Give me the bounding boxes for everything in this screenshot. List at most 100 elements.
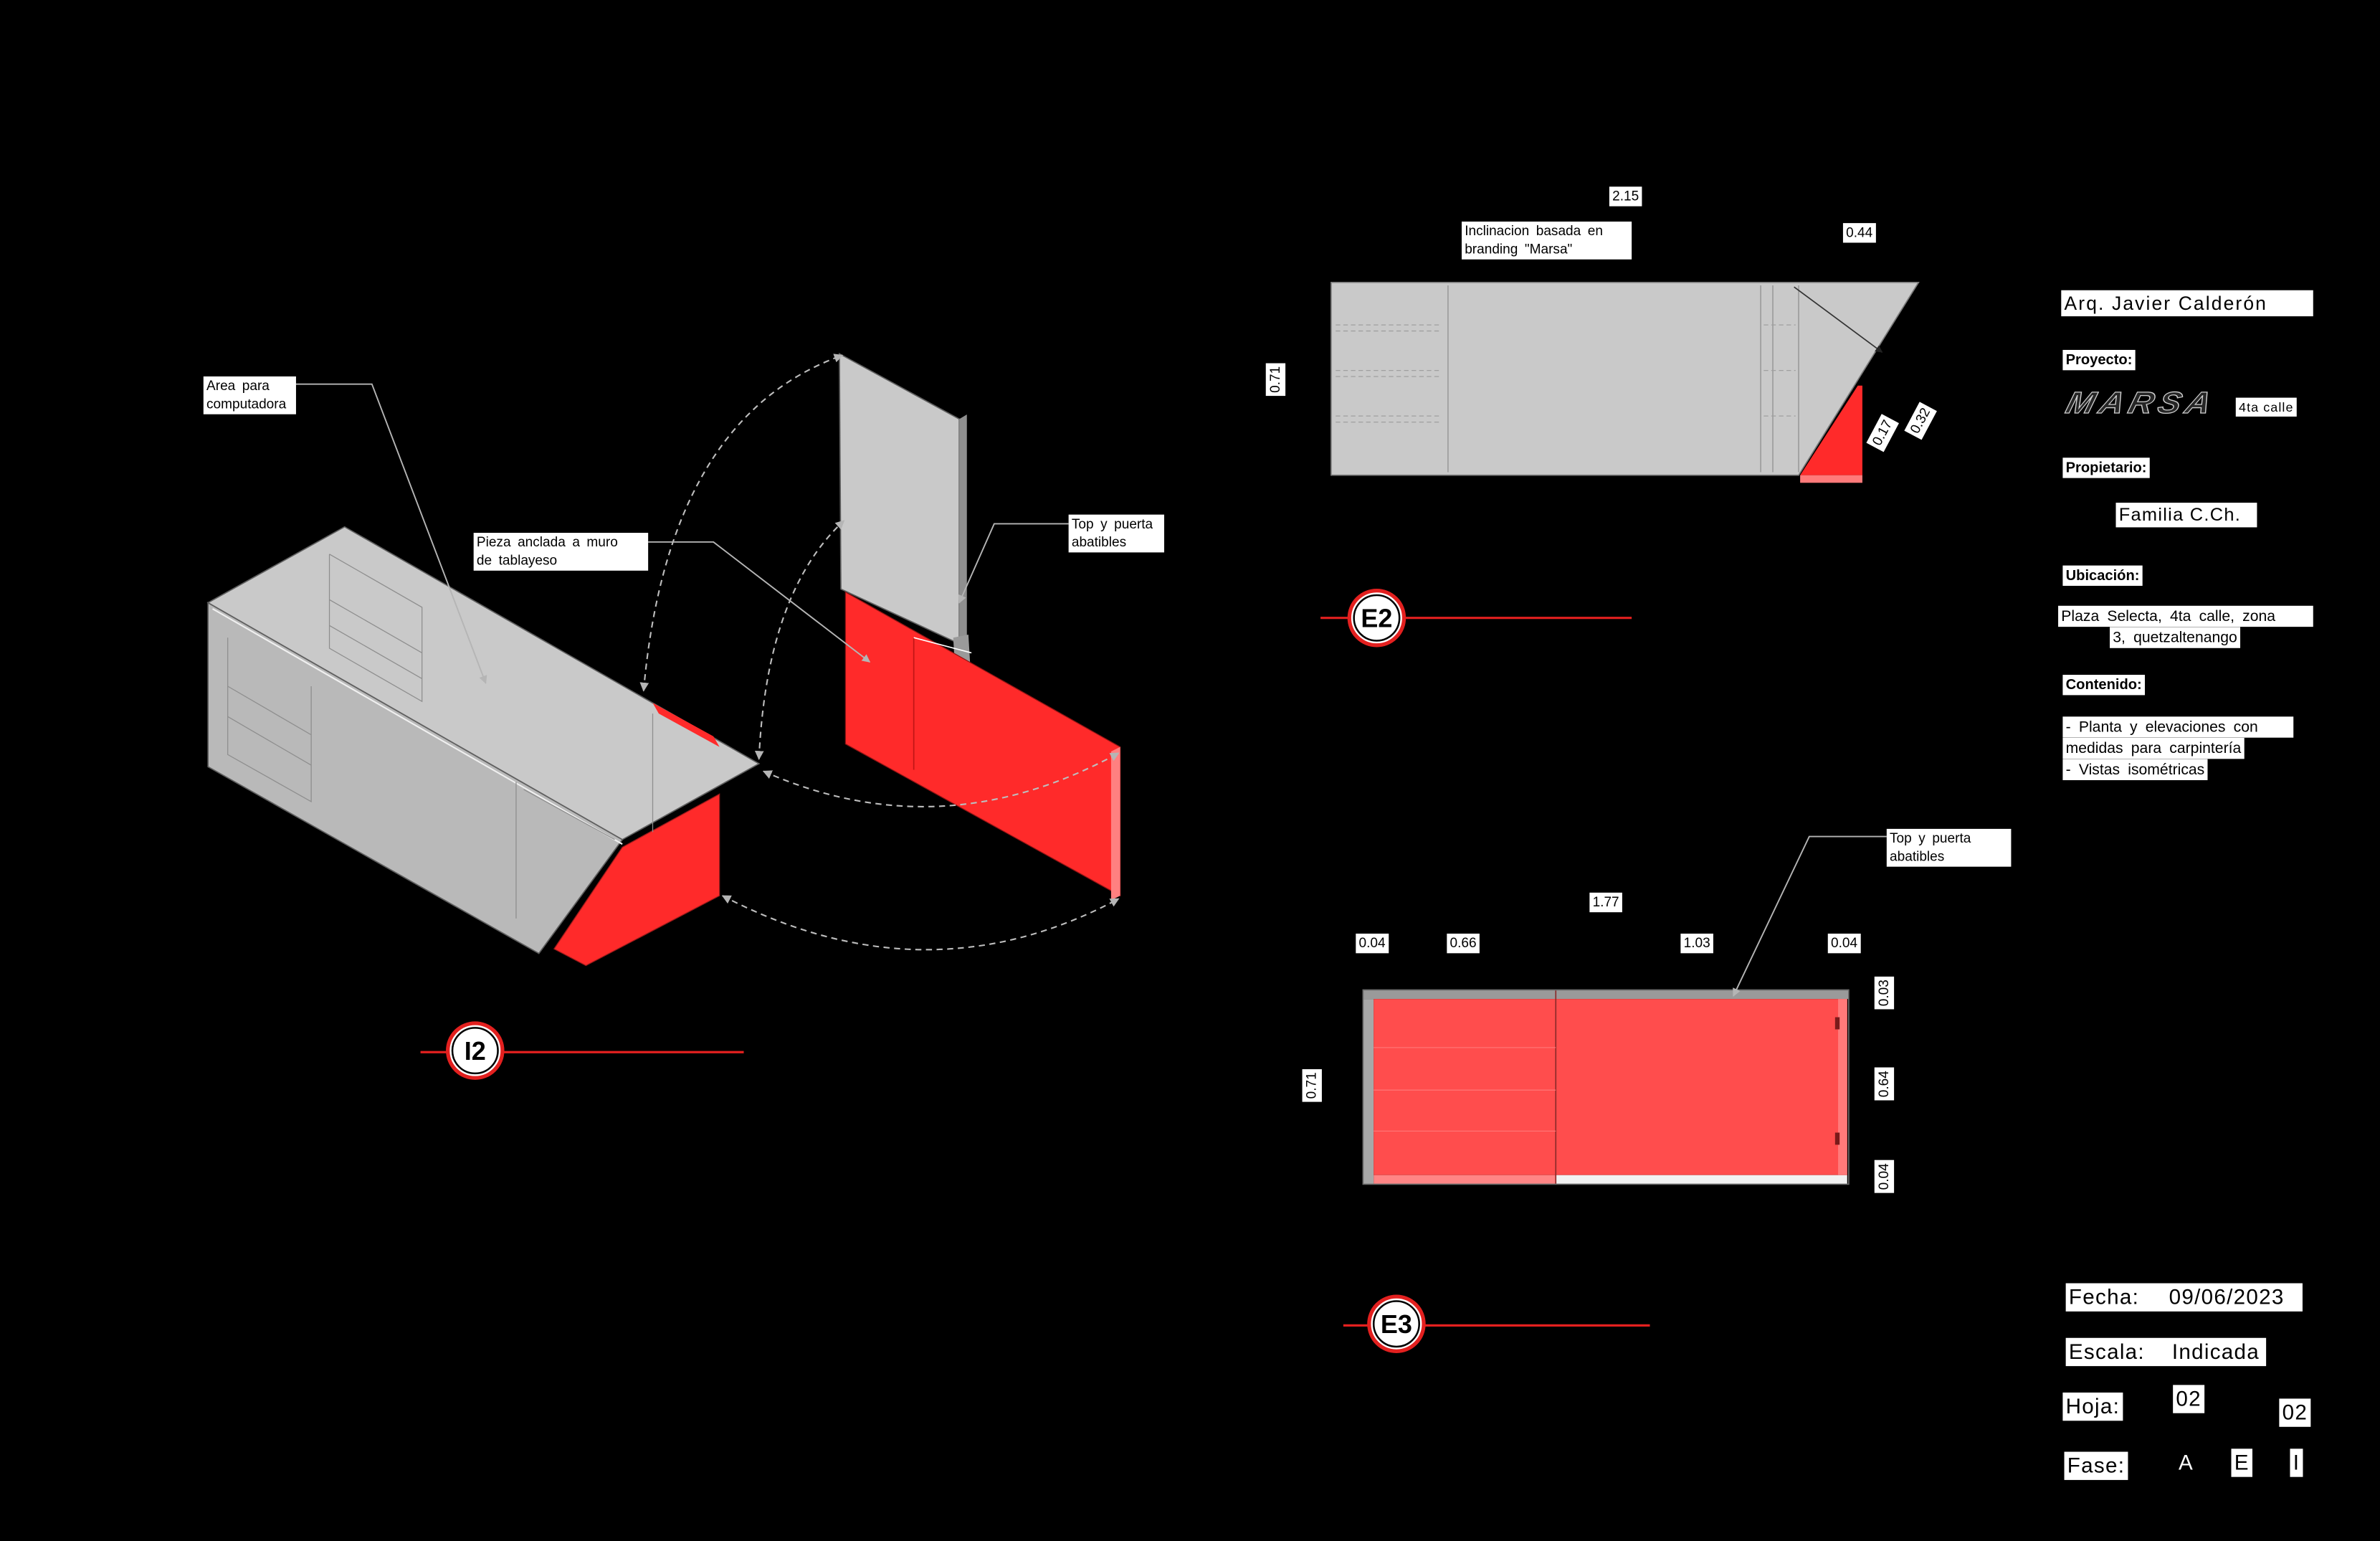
e3-hinge [1834,1132,1840,1145]
phase-e-text: E [2234,1451,2250,1474]
leader-computer-area [295,383,487,684]
e2-note-line2: branding "Marsa" [1465,242,1572,257]
e3-dim-width-3: 1.03 [1680,933,1713,954]
e3-dim-height-3-box [1874,1160,1895,1193]
leader-anchored-piece [648,541,871,663]
e3-note: Top y puerta abatibles [1886,828,2012,867]
project-label: Proyecto: [2062,349,2136,371]
e3-dim-overall-width-text: 1.77 [1593,895,1619,910]
e3-dim-height-box [1302,1069,1322,1102]
desk-top-edge-highlight [211,608,623,845]
location-line-1-text: Plaza Selecta, 4ta calle, zona [2061,608,2275,625]
e3-note-line1: Top y puerta [1890,831,1971,846]
e3-dim-width-4-text: 0.04 [1831,936,1857,951]
e3-dim-width-1-text: 0.04 [1359,936,1386,951]
content-line-3-text: - Vistas isométricas [2066,762,2205,778]
e3-dim-width-3-box [1680,933,1713,954]
owner-name-text: Familia C.Ch. [2119,505,2241,525]
desk-interior-line [523,789,615,840]
section-marker-inner [451,1027,499,1075]
e3-dim-height-2-text: 0.64 [1877,1071,1892,1097]
e3-dim-height-3-text: 0.04 [1877,1163,1892,1190]
elevation-e2: 2.15 0.44 0.71 0.17 0.32 Inclinacion bas… [1265,186,1937,648]
e2-dim-slant-width-box [1842,223,1876,243]
content-line-1-text: - Planta y elevaciones con [2066,719,2258,736]
sheet-value-2-text: 02 [2283,1401,2308,1425]
desk-interior-line [227,637,312,802]
scale-field: Escala: Indicada [2065,1337,2267,1367]
desk-interior-line [227,716,312,766]
e3-dim-overall-width-box [1589,892,1622,913]
location-label-box [2062,565,2143,586]
section-marker-inner [1372,1300,1420,1348]
e3-dim-overall-width: 1.77 [1589,892,1622,913]
content-line-2-text: medidas para carpintería [2066,740,2242,757]
desk-interior-line [328,554,423,703]
sheet-value-2-box [2279,1398,2311,1427]
title-block: Arq. Javier Calderón Proyecto: MARSA 4ta… [2058,290,2313,1480]
label-anchored-piece-line1: Pieza anclada a muro [477,535,618,550]
e2-dim-overall-width-text: 2.15 [1612,189,1639,204]
e3-dim-height-1-box [1874,976,1895,1010]
label-computer-area-box [203,376,296,414]
hinged-door-seam [913,637,972,654]
e2-dim-height-box [1265,363,1286,397]
e3-dim-width-1: 0.04 [1356,933,1389,954]
label-hinged-parts-line1: Top y puerta [1072,517,1153,532]
content-line-3-box [2062,759,2208,780]
phase-label-box [2064,1451,2128,1480]
phase-i: I [2290,1448,2303,1477]
hinged-top-panel-edge [959,414,967,644]
swing-arc [762,752,1120,807]
project-sub: 4ta calle [2235,397,2297,417]
section-marker-label: E2 [1361,603,1392,632]
sheet-value-1-box [2173,1385,2205,1413]
phase-i-box [2290,1448,2303,1477]
e2-body [1331,281,1920,476]
content-label-text: Contenido: [2066,677,2142,693]
sheet-label-text: Hoja: [2066,1395,2120,1418]
project-sub-text: 4ta calle [2239,400,2294,414]
label-computer-area-line1: Area para [206,379,270,394]
desk-red-side [553,793,720,967]
e2-note-box [1461,221,1632,260]
project-label-box [2062,349,2136,371]
label-anchored-piece-box [473,533,649,571]
e2-dim-height: 0.71 [1265,363,1286,397]
e3-dim-width-1-box [1356,933,1389,954]
e3-dim-height-1-text: 0.03 [1877,980,1892,1006]
e3-red-panel [1374,999,1847,1175]
desk-red-sliver [652,703,720,747]
section-marker-inner [1353,594,1401,642]
section-marker-i2: I2 [420,1021,744,1080]
e2-dim-overall-width-box [1609,186,1642,207]
label-hinged-parts-line2: abatibles [1072,535,1126,550]
elevation-e3: Top y puerta abatibles 1.77 0.04 0.66 1.… [1302,828,2012,1353]
isometric-view-i2: Area para computadora Pieza anclada a mu… [203,352,1165,1080]
e3-dim-height-text: 0.71 [1305,1072,1320,1099]
e3-outline [1362,989,1850,1185]
date-value: 09/06/2023 [2169,1286,2285,1309]
label-anchored-piece-line2: de tablayeso [477,554,557,569]
e2-dim-wedge-b-box [1904,402,1937,440]
section-marker-e3: E3 [1343,1294,1650,1353]
e3-bottom-left-strip [1374,1175,1556,1185]
date-field-box [2065,1283,2303,1312]
desk-interior-line [227,686,312,736]
owner-name-box [2115,503,2257,528]
desk-interior-line [329,625,422,679]
location-line-1-box [2058,605,2313,627]
label-hinged-parts: Top y puerta abatibles [1068,514,1165,553]
swing-arc [639,354,844,692]
owner-name: Familia C.Ch. [2115,503,2257,528]
e3-dim-height-2: 0.64 [1874,1067,1895,1101]
swing-arc [754,520,845,760]
content-line-1-box [2062,716,2294,738]
e2-dim-height-text: 0.71 [1268,366,1283,393]
label-computer-area-line2: computadora [206,397,287,412]
author-name-text: Arq. Javier Calderón [2065,293,2267,314]
e3-dim-width-2-box [1447,933,1480,954]
section-marker-label: E3 [1381,1309,1412,1339]
hinged-door-block-edge [1110,746,1120,901]
swing-arc [721,895,1120,951]
